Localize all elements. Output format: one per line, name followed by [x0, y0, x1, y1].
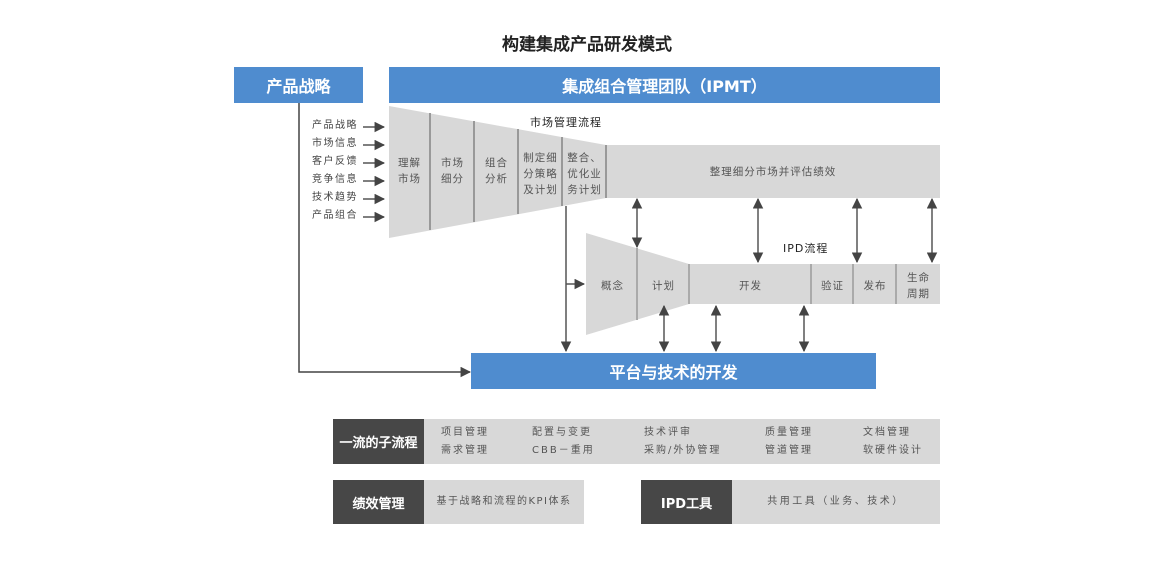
subprocess-label: 一流的子流程	[339, 436, 418, 451]
ipd-stage: 开发	[739, 280, 762, 292]
market-funnel	[389, 106, 606, 238]
market-stage: 整合、 优化业 务计划	[567, 152, 602, 196]
market-stage: 制定细 分策略 及计划	[523, 152, 558, 196]
subprocess-label-box: 一流的子流程	[333, 419, 424, 464]
strategy-to-platform-connector	[298, 103, 472, 378]
platform-box: 平台与技术的开发	[471, 353, 876, 389]
input-arrows	[363, 121, 386, 223]
ipd-stage-dividers	[636, 248, 897, 320]
subprocess-item: 项目管理	[441, 427, 489, 438]
market-band-label: 整理细分市场并评估绩效	[709, 166, 837, 178]
tools-content: 共用工具（业务、技术）	[732, 480, 940, 524]
market-band	[606, 145, 940, 198]
subprocess-item: 文档管理	[863, 427, 911, 438]
subprocess-item: CBB－重用	[532, 445, 595, 456]
input-item: 产品组合	[312, 210, 358, 221]
performance-label-box: 绩效管理	[333, 480, 424, 524]
market-stage: 组合 分析	[485, 157, 508, 185]
subprocess-item: 管道管理	[765, 445, 813, 456]
ipd-stage: 发布	[863, 280, 887, 292]
diagram-title: 构建集成产品研发模式	[502, 35, 672, 55]
ipd-band	[689, 264, 940, 304]
input-item: 客户反馈	[312, 156, 358, 167]
ipd-stage: 生命 周期	[907, 272, 930, 300]
subprocess-content: 项目管理 需求管理 配置与变更 CBB－重用 技术评审 采购/外协管理 质量管理…	[424, 419, 940, 464]
performance-content: 基于战略和流程的KPI体系	[424, 480, 584, 524]
market-stage: 理解 市场	[398, 157, 421, 185]
subprocess-item: 需求管理	[441, 445, 489, 456]
tools-value: 共用工具（业务、技术）	[767, 496, 905, 507]
market-process-title: 市场管理流程	[530, 116, 602, 129]
performance-value: 基于战略和流程的KPI体系	[436, 496, 572, 507]
ipmt-box: 集成组合管理团队（IPMT）	[389, 67, 940, 103]
market-ipd-links	[631, 197, 938, 264]
subprocess-item: 配置与变更	[532, 427, 592, 438]
ipd-stage: 概念	[601, 280, 624, 292]
input-item: 市场信息	[312, 138, 358, 149]
performance-label: 绩效管理	[352, 496, 405, 512]
input-item: 竞争信息	[312, 174, 358, 185]
subprocess-item: 采购/外协管理	[644, 445, 722, 456]
ipmt-label: 集成组合管理团队（IPMT）	[562, 77, 767, 96]
ipd-platform-links	[658, 304, 810, 353]
subprocess-item: 质量管理	[765, 427, 813, 438]
product-strategy-box: 产品战略	[234, 67, 363, 103]
ipd-stage: 计划	[652, 280, 675, 292]
ipd-process-title: IPD流程	[783, 242, 829, 255]
product-strategy-label: 产品战略	[266, 77, 331, 96]
input-item: 技术趋势	[312, 192, 358, 203]
input-item: 产品战略	[312, 120, 358, 131]
subprocess-item: 软硬件设计	[863, 445, 923, 456]
tools-label: IPD工具	[660, 496, 713, 512]
ipd-stage: 验证	[821, 280, 844, 292]
platform-label: 平台与技术的开发	[609, 363, 738, 382]
market-stage-dividers	[429, 113, 607, 230]
market-stage: 市场 细分	[441, 157, 464, 185]
tools-label-box: IPD工具	[641, 480, 732, 524]
subprocess-item: 技术评审	[644, 427, 692, 438]
